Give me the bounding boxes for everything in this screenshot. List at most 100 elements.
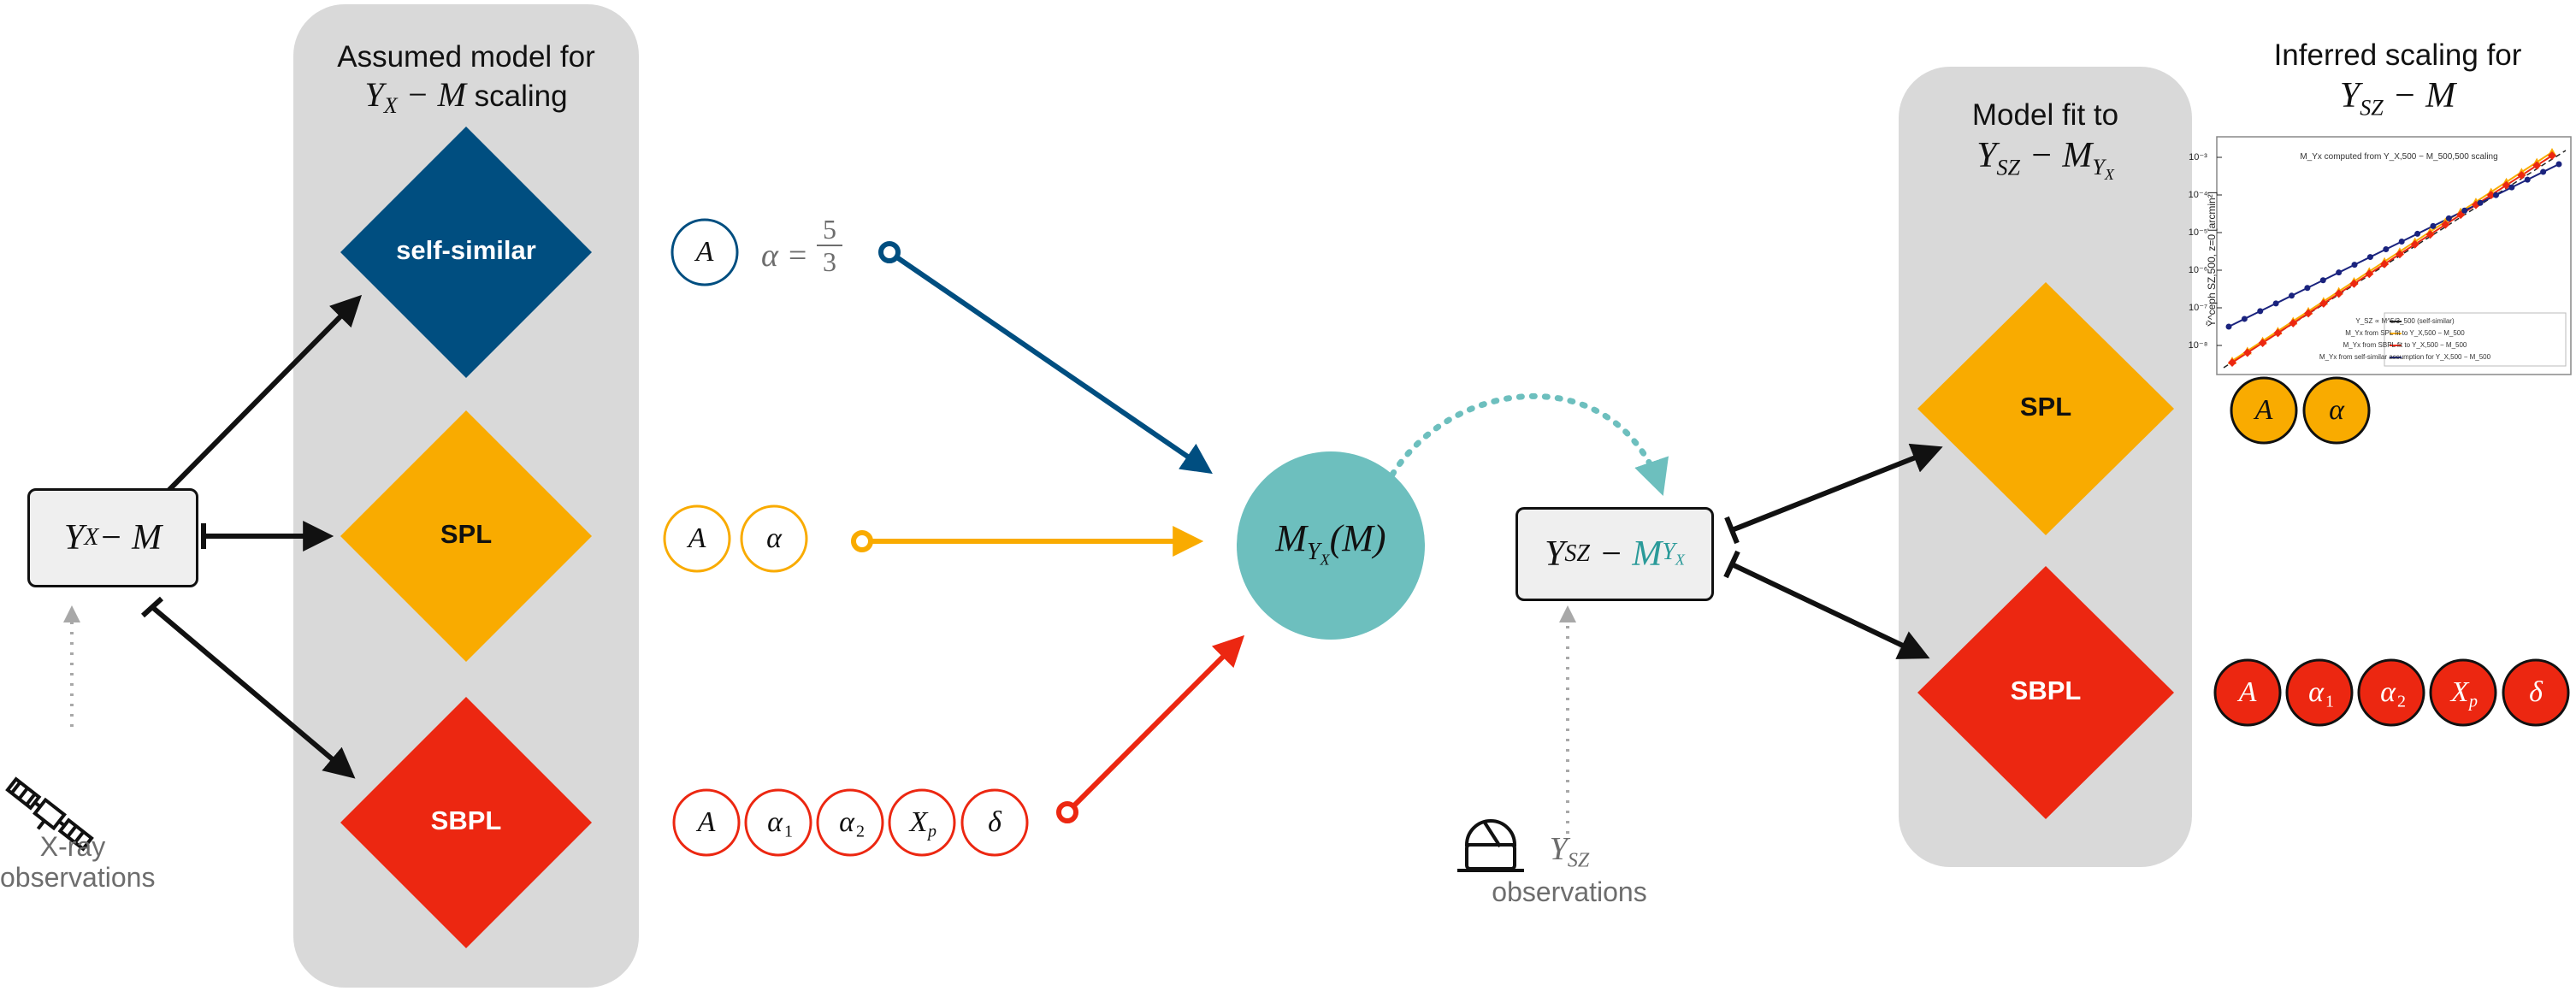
mini-plot-ylabel: Ỹ^ceph SZ,500, z=0 [arcmin²]	[2206, 191, 2218, 327]
assumed-model-title-line1: Assumed model for	[337, 40, 595, 74]
sbpl-marker	[2304, 309, 2313, 318]
center-node-circle	[1237, 451, 1425, 640]
red-param-0: A	[672, 788, 741, 857]
svg-text:δ: δ	[988, 806, 1002, 838]
self-similar-marker	[2272, 300, 2279, 307]
mini-plot-title: M_Yx computed from Y_X,500 − M_500,500 s…	[2300, 152, 2498, 162]
center-rest: (M)	[1329, 517, 1386, 559]
center-var: M	[1275, 517, 1308, 559]
ysz-branch-arrows	[1723, 443, 1943, 659]
ysz-obs-line2: observations	[1492, 876, 1647, 907]
ysz-mid: −	[1590, 534, 1633, 574]
plot-markers	[2225, 148, 2562, 367]
alpha-equals: α =	[761, 238, 809, 274]
orange-param-1: α	[740, 504, 808, 573]
title-sub: SZ	[2360, 95, 2384, 121]
svg-text:2: 2	[856, 823, 865, 841]
spl-diamond	[340, 410, 592, 662]
model-fit-title: Model fit to YSZ − MYX	[1899, 96, 2192, 195]
title-mid: − M	[2020, 136, 2093, 175]
inferred-scaling-title: Inferred scaling for YSZ − M	[2219, 36, 2576, 127]
sbpl-marker	[2380, 259, 2390, 268]
svg-text:A: A	[2254, 394, 2273, 426]
self-similar-marker	[2351, 262, 2358, 268]
self-similar-marker	[2492, 192, 2499, 198]
blue-param-A: A	[671, 218, 739, 286]
svg-text:X: X	[908, 806, 929, 838]
inferred-title-line1: Inferred scaling for	[2273, 38, 2522, 72]
self-similar-label: self-similar	[396, 235, 536, 265]
inferred-orange-param-0: A	[2230, 376, 2298, 445]
self-similar-marker	[2461, 207, 2468, 214]
xray-line2: observations	[0, 862, 156, 893]
self-similar-marker	[2257, 308, 2264, 315]
svg-text:α: α	[2380, 676, 2396, 708]
inferred-red-param-4: δ	[2502, 658, 2570, 727]
sbpl-diamond	[340, 697, 592, 948]
svg-text:p: p	[2467, 693, 2478, 711]
self-similar-marker	[2540, 168, 2547, 175]
sbpl-series-line	[2231, 155, 2553, 363]
ysz-observations-label: YSZ observations	[1480, 831, 1659, 907]
title-sub: SZ	[1996, 155, 2021, 180]
yx-var: Y	[63, 518, 85, 557]
fraction-five-thirds: 5 3	[817, 214, 842, 277]
svg-text:p: p	[926, 823, 936, 841]
title-rest: − M	[397, 75, 466, 114]
assumed-model-title-line2: YX − M scaling	[293, 76, 639, 125]
sbpl-marker	[2410, 239, 2419, 249]
sbpl-marker	[2319, 298, 2328, 308]
yx-sub: X	[84, 524, 99, 551]
svg-text:X: X	[2449, 676, 2470, 708]
title-var: Y	[364, 75, 384, 114]
self-similar-marker	[2383, 246, 2390, 253]
svg-text:α: α	[2308, 676, 2325, 708]
spl-series-line	[2231, 151, 2553, 362]
plot-yticks: 10⁻³10⁻⁴10⁻⁵10⁻⁶10⁻⁷10⁻⁸	[2189, 152, 2222, 351]
fraction-numerator: 5	[817, 214, 842, 246]
right-spl-diamond	[1917, 282, 2174, 535]
plot-legend: Y_SZ ∝ M^5/3_500 (self-similar) M_Yx from…	[2319, 317, 2491, 361]
plot-legend-entry: Y_SZ ∝ M^5/3_500 (self-similar)	[2355, 317, 2455, 325]
xray-observations-label: X-ray observations	[0, 831, 156, 893]
svg-text:A: A	[696, 806, 716, 838]
self-similar-marker	[2366, 254, 2373, 261]
plot-legend-entry: M_Yx from self-similar assumption for Y_…	[2319, 353, 2491, 361]
ysz-obs-var: YSZ	[1549, 831, 1590, 872]
self-similar-marker	[2414, 230, 2421, 237]
title-var: Y	[2339, 76, 2360, 115]
plot-legend-box	[2384, 312, 2567, 367]
self-similar-marker	[2555, 161, 2562, 168]
self-similar-marker	[2336, 269, 2343, 276]
sbpl-marker	[2441, 220, 2450, 229]
svg-text:A: A	[687, 522, 706, 554]
svg-text:1: 1	[2325, 693, 2334, 711]
sbpl-marker	[2502, 180, 2511, 190]
self-similar-marker	[2398, 238, 2405, 245]
observatory-icon	[1457, 819, 1524, 872]
sbpl-marker	[2228, 358, 2236, 367]
red-param-4: δ	[960, 788, 1029, 857]
svg-text:A: A	[2237, 676, 2257, 708]
center-node-label: MYX(M)	[1237, 516, 1425, 569]
self-similar-marker	[2524, 176, 2531, 183]
self-similar-marker	[2508, 184, 2515, 191]
svg-text:α: α	[766, 522, 783, 554]
self-similar-marker	[2241, 316, 2248, 322]
svg-text:2: 2	[2397, 693, 2406, 711]
plot-ytick-label: 10⁻⁷	[2189, 303, 2207, 313]
ysz-var: Y	[1545, 534, 1565, 574]
plot-ytick-label: 10⁻⁶	[2189, 265, 2208, 275]
orange-param-0: A	[663, 504, 731, 573]
mini-log-plot: 10⁻³10⁻⁴10⁻⁵10⁻⁶10⁻⁷10⁻⁸ Y_SZ ∝ M^5/3_50…	[2189, 136, 2572, 375]
title-rest: − M	[2383, 76, 2456, 115]
self-similar-series-line	[2228, 163, 2560, 327]
